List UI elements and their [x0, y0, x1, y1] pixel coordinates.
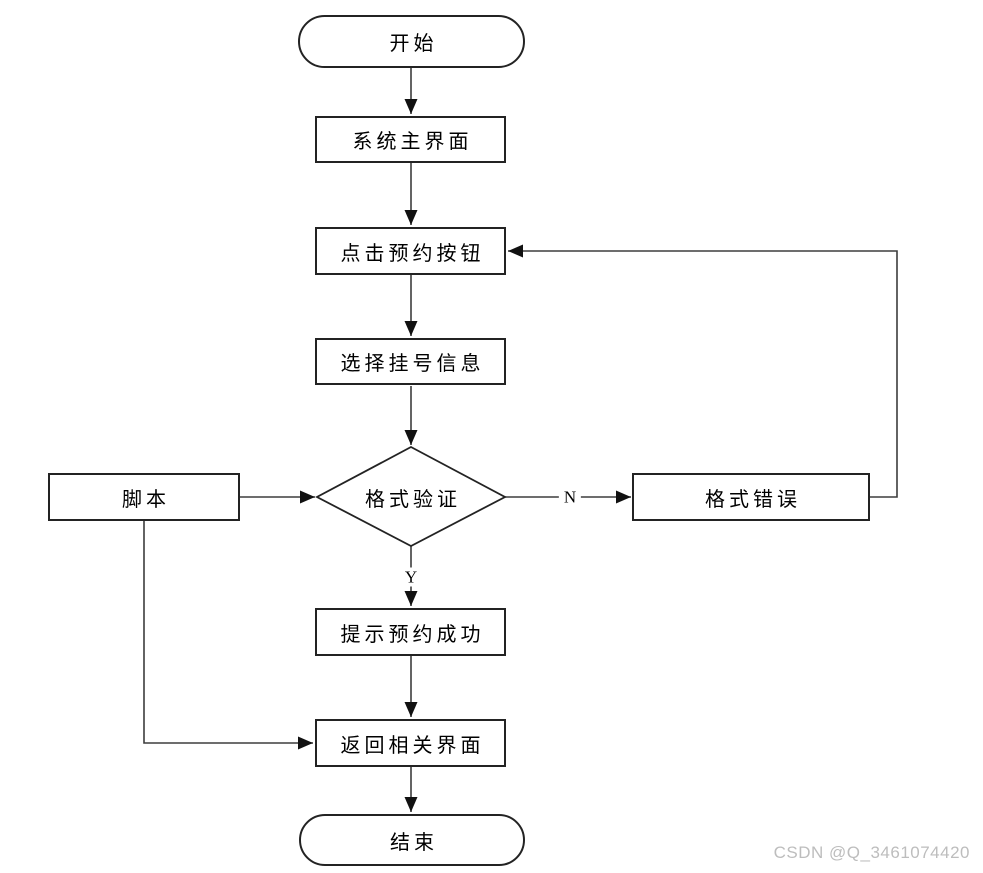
node-select-registration: 选择挂号信息: [315, 338, 506, 385]
node-script: 脚本: [48, 473, 240, 521]
node-click-reserve: 点击预约按钮: [315, 227, 506, 275]
decision-diamond-shape: [315, 445, 507, 548]
node-format-error-label: 格式错误: [705, 488, 801, 511]
node-click-reserve-label: 点击预约按钮: [340, 242, 485, 265]
edge-script-to-return: [143, 521, 313, 750]
watermark-text: CSDN @Q_3461074420: [773, 843, 970, 862]
node-reserve-success-label: 提示预约成功: [340, 623, 485, 646]
node-format-error: 格式错误: [632, 473, 870, 521]
node-return-interface-label: 返回相关界面: [340, 734, 485, 757]
node-format-check: 格式验证: [329, 475, 493, 519]
node-select-registration-label: 选择挂号信息: [340, 353, 485, 375]
node-main-interface-label: 系统主界面: [352, 131, 473, 153]
edge-error-loop-to-click: [508, 244, 898, 498]
node-format-check-label: 格式验证: [365, 488, 461, 511]
branch-label-yes: Y: [399, 567, 423, 587]
node-start-label: 开始: [389, 33, 438, 55]
node-main-interface: 系统主界面: [315, 116, 506, 163]
node-script-label: 脚本: [122, 488, 170, 511]
branch-label-no: N: [558, 487, 582, 507]
node-return-interface: 返回相关界面: [315, 719, 506, 767]
node-end: 结束: [299, 814, 525, 866]
node-end-label: 结束: [390, 831, 438, 854]
node-reserve-success: 提示预约成功: [315, 608, 506, 656]
node-start: 开始: [298, 15, 525, 68]
